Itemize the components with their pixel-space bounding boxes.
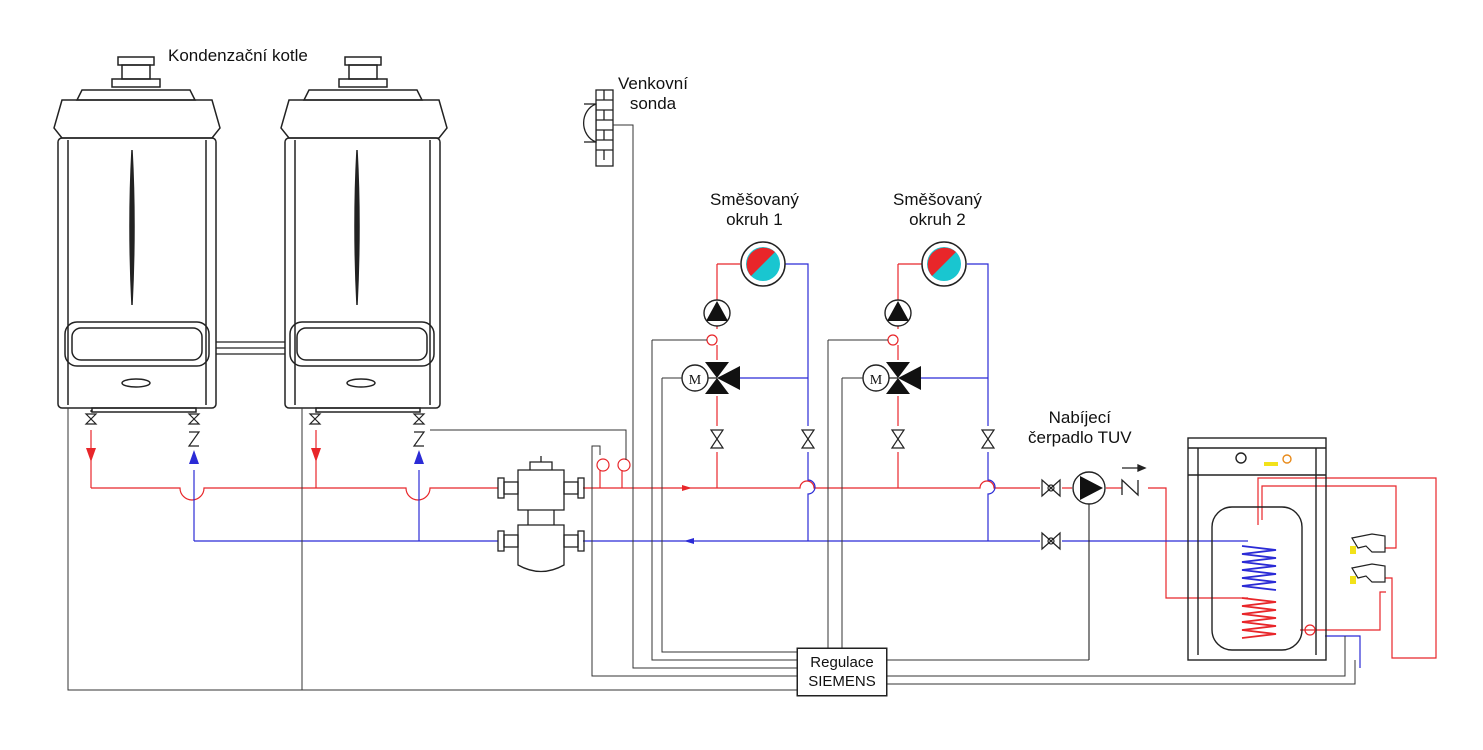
boiler-1-return-valve [187,413,201,447]
circuit-1-sensor [706,334,718,346]
circuit-2-heater [921,241,967,287]
circuit-1-mixing-valve [705,362,740,394]
circuit-1-label-line1: Směšovaný [710,190,799,209]
boiler-link [216,341,285,355]
dhw-tank [1187,437,1327,661]
circuit-2-label: Směšovaný okruh 2 [893,190,982,230]
controller: Regulace SIEMENS [797,648,887,696]
circuit-1-actuator: M [681,364,709,392]
supply-arrows [86,448,692,491]
circuit-2-label-line2: okruh 2 [909,210,966,229]
circuit-2-supply-valve [890,429,906,449]
dhw-return-valve [1041,531,1061,551]
circuit-1-heater [740,241,786,287]
outdoor-sensor-label-line2: sonda [629,94,677,113]
dhw-charging-pump [1072,471,1106,505]
circuit-2-return-valve [980,429,996,449]
hydraulic-separator [497,456,585,573]
controller-label-line1: Regulace [810,654,874,671]
outdoor-sensor-label: Venkovní sonda [618,74,688,114]
tank-coil-cold [1241,545,1277,591]
dhw-supply-valve [1041,478,1061,498]
boiler-1 [53,56,221,413]
boiler-2-return-valve [412,413,426,447]
circuit-1-return-valve [800,429,816,449]
tank-thermometer [1282,454,1292,464]
svg-text:M: M [689,373,702,388]
tap-lower [1350,563,1386,584]
circuit-2-pump [884,299,912,327]
outdoor-sensor-label-line1: Venkovní [618,74,688,93]
circuit-1-label: Směšovaný okruh 1 [710,190,799,230]
circuit-2-actuator: M [862,364,890,392]
tank-coil-hot [1241,597,1277,639]
boiler-1-flow-valve [84,410,98,425]
circuit-1-supply-valve [709,429,725,449]
dhw-pump-label: Nabíjecí čerpadlo TUV [1028,408,1132,448]
check-valve [1121,464,1147,497]
circuit-2-mixing-valve [886,362,921,394]
tank-sensor [1304,624,1316,636]
supply-piping [90,263,1437,659]
circuit-1-label-line2: okruh 1 [726,210,783,229]
supply-temp-sensors [596,458,631,472]
svg-text:M: M [870,373,883,388]
circuit-1-pump [703,299,731,327]
boiler-2 [280,56,448,413]
boiler-2-flow-valve [308,413,322,425]
tap-upper [1350,533,1386,554]
dhw-pump-label-line2: čerpadlo TUV [1028,428,1132,447]
return-arrows [189,450,694,544]
controller-label-line2: SIEMENS [808,673,876,690]
return-piping [193,263,1361,668]
outdoor-sensor [582,89,614,167]
boilers-label: Kondenzační kotle [168,46,308,65]
circuit-2-label-line1: Směšovaný [893,190,982,209]
control-wiring [67,124,1356,691]
tank-indicator [1264,462,1278,466]
circuit-2-sensor [887,334,899,346]
dhw-pump-label-line1: Nabíjecí [1048,408,1111,427]
